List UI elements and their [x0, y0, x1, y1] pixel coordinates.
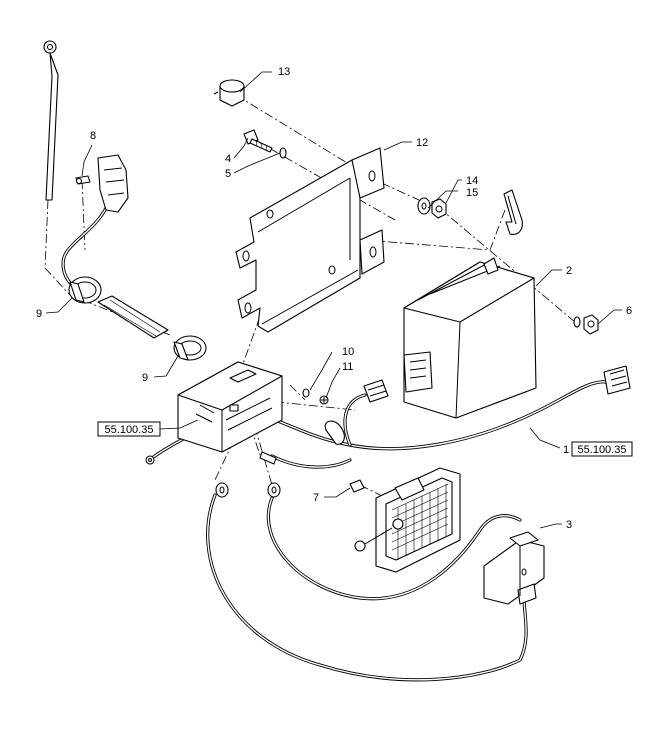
controller-box — [177, 361, 283, 453]
part-7-connector-block — [349, 467, 461, 573]
callout-13: 13 — [278, 66, 290, 78]
part-14-washer — [417, 197, 431, 215]
reference-label-left: 55.100.35 — [105, 424, 154, 436]
ring-terminals-lower — [215, 451, 281, 498]
part-10-washer — [302, 388, 310, 398]
leader-lines — [45, 71, 622, 529]
reference-label-right: 55.100.35 — [578, 444, 627, 456]
callout-6: 6 — [626, 305, 632, 317]
callout-1: 1 — [563, 444, 569, 456]
module-plug — [363, 379, 389, 403]
ring-terminal-left — [145, 455, 155, 465]
callout-15: 15 — [466, 187, 478, 199]
callout-4: 4 — [225, 153, 231, 165]
callout-14: 14 — [466, 175, 478, 187]
part-3-housing — [483, 531, 545, 605]
ground-strap-rod — [43, 40, 59, 201]
callout-9-lower: 9 — [142, 372, 148, 384]
cable-clamp — [324, 420, 345, 445]
callout-8: 8 — [90, 130, 96, 142]
part-2-module — [403, 257, 537, 419]
part-4-bolt — [243, 129, 273, 153]
part-13-grommet — [213, 79, 245, 107]
part-6-nut — [573, 314, 599, 335]
part-12-bracket — [235, 147, 385, 333]
part-15-nut — [431, 198, 447, 219]
u-clip — [503, 189, 523, 235]
callout-12: 12 — [416, 137, 428, 149]
reference-box-right: 55.100.35 — [571, 441, 633, 457]
wiring-harness — [61, 198, 608, 682]
harness-end-connector — [603, 365, 631, 395]
callout-3: 3 — [566, 519, 572, 531]
callout-11: 11 — [342, 361, 353, 373]
part-5-washer — [279, 147, 287, 159]
connector-block-grid — [391, 483, 449, 560]
callout-5: 5 — [225, 168, 231, 180]
callout-10: 10 — [342, 346, 354, 358]
part-9-clamps — [68, 276, 207, 361]
reference-box-left: 55.100.35 — [97, 421, 161, 437]
callout-2: 2 — [566, 265, 572, 277]
callout-7: 7 — [313, 492, 319, 504]
callout-9-upper: 9 — [36, 308, 42, 320]
callout-labels: 13 8 4 5 12 14 15 2 6 9 9 10 11 1 7 3 — [36, 66, 632, 531]
part-8-connector — [75, 154, 129, 213]
part-11-screw — [319, 395, 329, 405]
